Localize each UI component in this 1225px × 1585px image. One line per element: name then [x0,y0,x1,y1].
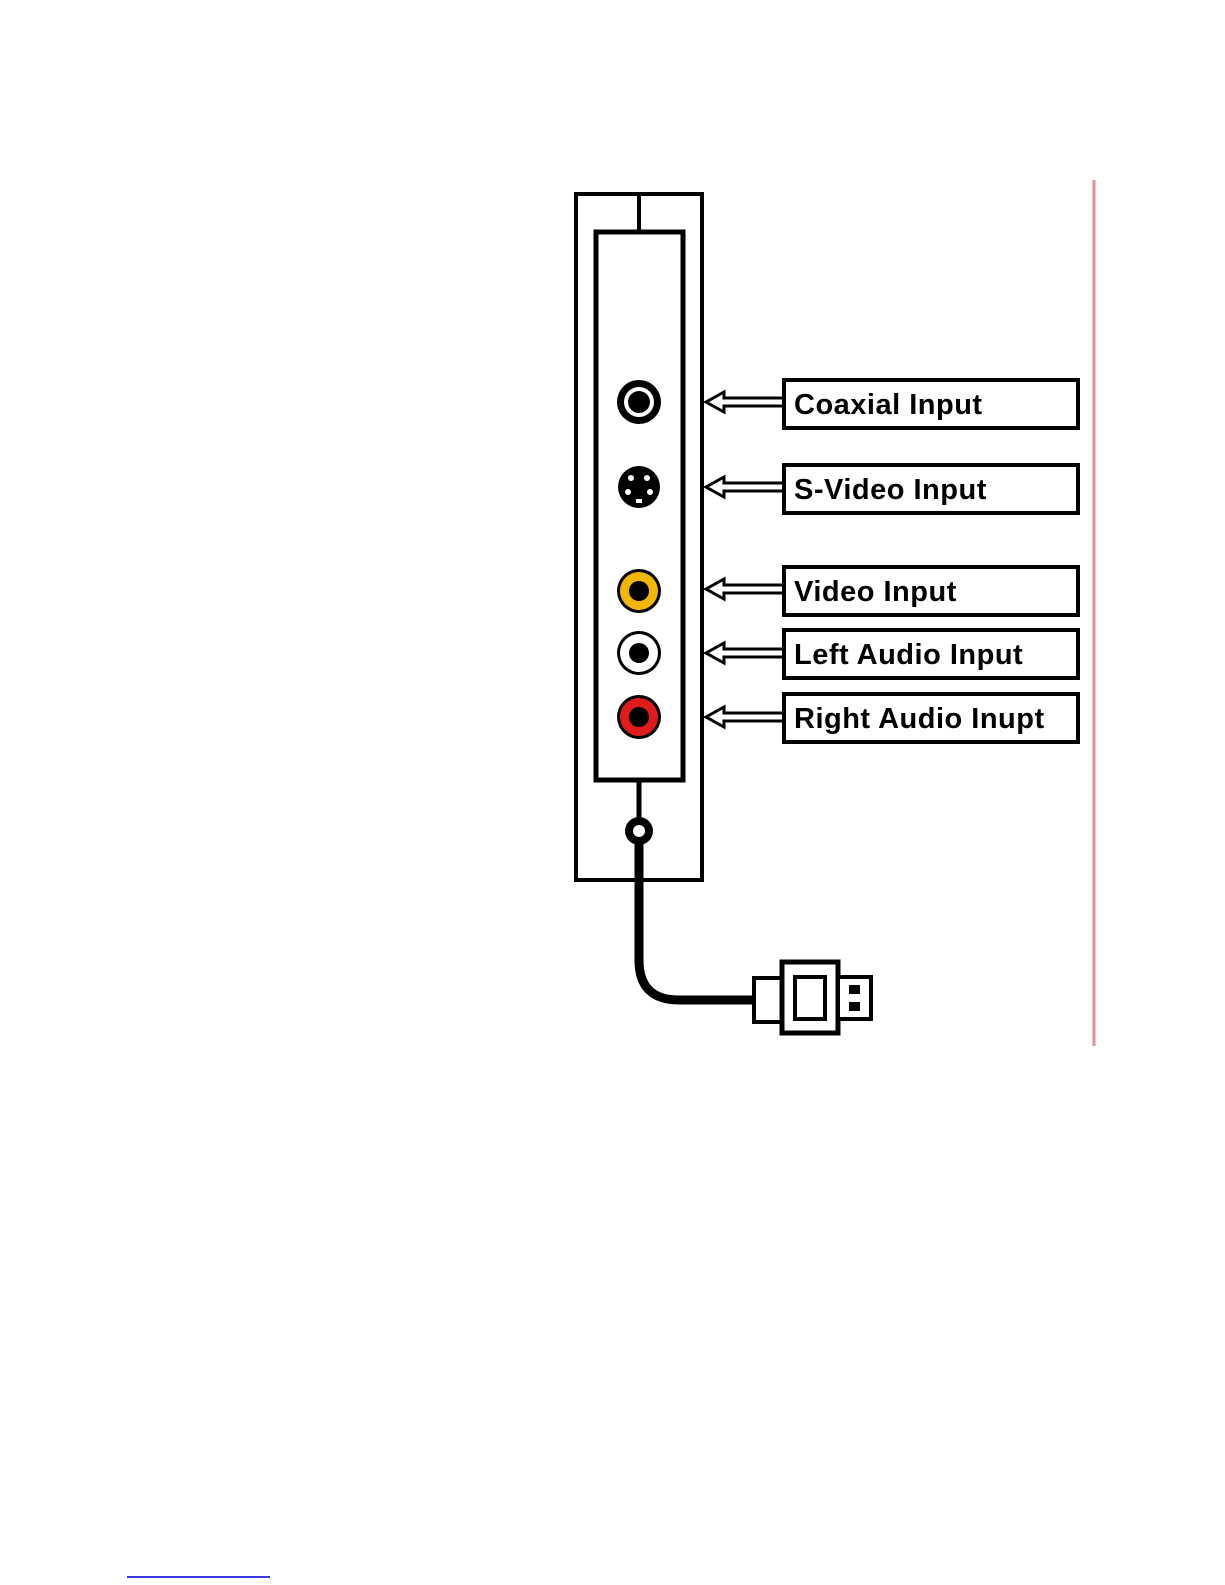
coaxial-jack-icon [617,380,661,424]
usb-plug-icon [754,962,871,1033]
left-audio-jack-icon [617,631,661,675]
video-jack-icon [617,569,661,613]
svideo-arrow [706,477,784,497]
video-arrow [706,579,784,599]
svideo-jack-icon [618,466,660,508]
left-audio-arrow [706,643,784,663]
left-audio-input-label: Left Audio Input [794,639,1023,671]
coaxial-arrow [706,392,784,412]
video-input-label: Video Input [794,576,957,608]
coaxial-input-label: Coaxial Input [794,389,983,421]
callout-arrows [706,392,784,727]
right-audio-jack-icon [617,695,661,739]
device-body [576,194,702,880]
right-audio-input-label: Right Audio Inupt [794,703,1045,735]
svideo-input-label: S-Video Input [794,474,987,506]
right-audio-arrow [706,707,784,727]
callout-labels: Coaxial Input S-Video Input Video Input … [784,380,1078,742]
